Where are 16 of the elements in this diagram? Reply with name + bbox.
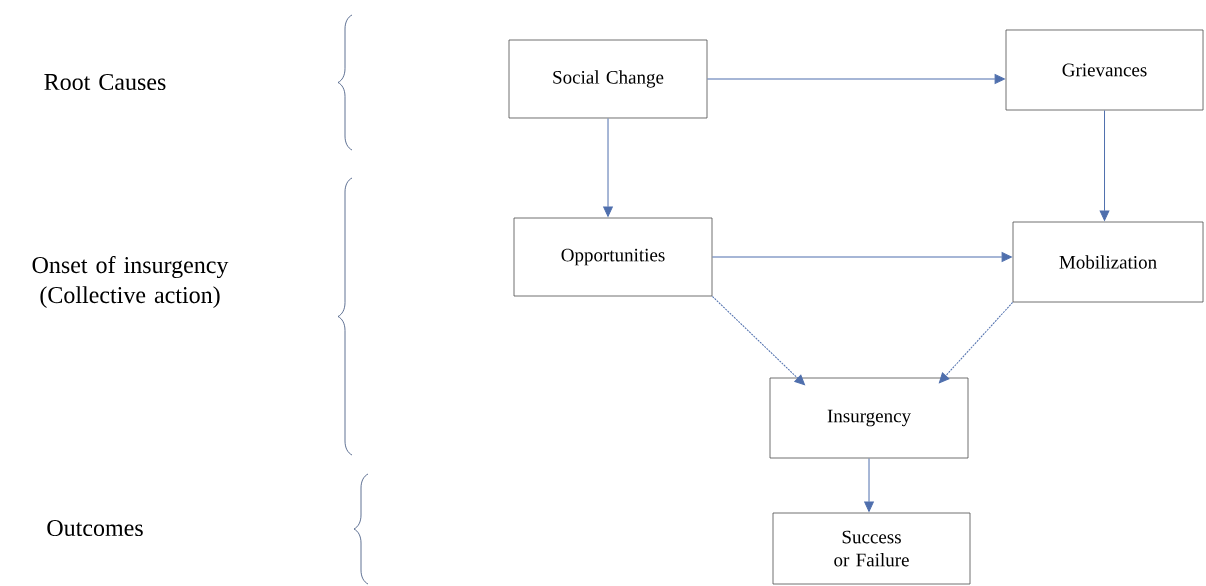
stage-label: Root Causes <box>44 73 166 91</box>
arrow <box>1099 109 1110 221</box>
stage-label: Onset of insurgency (Collective action) <box>32 256 229 308</box>
process-box: Mobilization <box>1012 221 1204 303</box>
process-box: Social Change <box>508 39 708 119</box>
arrow <box>706 74 1005 84</box>
process-box: Insurgency <box>769 377 969 459</box>
arrow <box>938 301 1014 384</box>
stage-label: Outcomes <box>47 519 143 537</box>
arrow <box>711 252 1012 262</box>
arrow <box>603 117 613 217</box>
process-box: Grievances <box>1005 29 1204 111</box>
process-box: Success or Failure <box>772 512 971 585</box>
arrow <box>864 457 874 512</box>
arrow <box>711 295 805 386</box>
process-box: Opportunities <box>513 217 713 297</box>
